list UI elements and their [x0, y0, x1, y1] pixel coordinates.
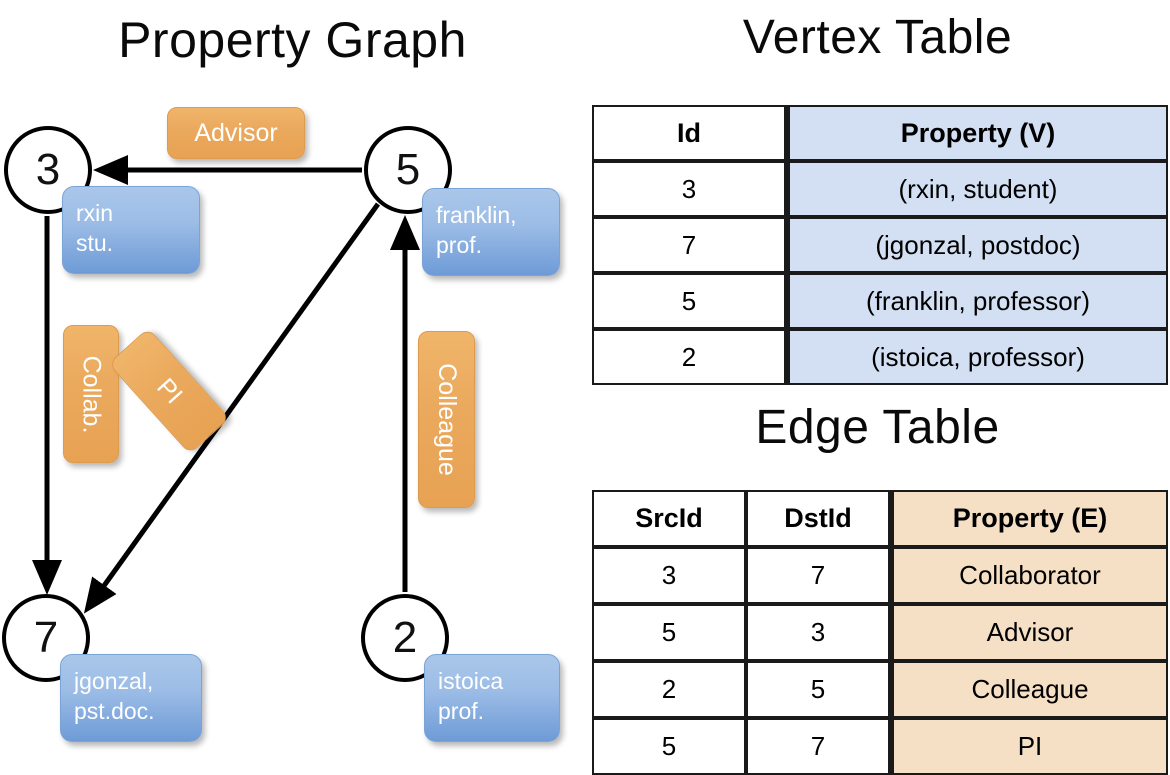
edge-cell-srcid: 2 [592, 661, 746, 718]
edge-label-text: Advisor [194, 118, 278, 147]
graph-node-2[interactable]: 2 [361, 594, 449, 682]
edge-cell-property: Collaborator [890, 547, 1168, 604]
property-graph-panel: 3 5 7 2 rxin stu. franklin, prof. jgonza… [0, 0, 585, 760]
edge-cell-srcid: 3 [592, 547, 746, 604]
edge-cell-dstid: 7 [746, 718, 890, 775]
graph-node-5-property-box: franklin, prof. [422, 188, 560, 276]
edge-table-header-property: Property (E) [890, 490, 1168, 547]
edge-arrow-5-to-7 [83, 202, 381, 614]
graph-node-3-property-box: rxin stu. [62, 186, 200, 274]
property-line-1: franklin, [436, 202, 517, 228]
vertex-cell-id: 5 [592, 273, 786, 329]
vertex-cell-property: (istoica, professor) [786, 329, 1168, 385]
edge-table-header-srcid: SrcId [592, 490, 746, 547]
vertex-cell-id: 7 [592, 217, 786, 273]
graph-edge-label-colleague: Colleague [418, 331, 475, 508]
table-row: 3 7 Collaborator [592, 547, 1168, 604]
edge-cell-property: Advisor [890, 604, 1168, 661]
property-line-1: istoica [438, 668, 504, 694]
edge-table-header-dstid: DstId [746, 490, 890, 547]
edge-cell-dstid: 5 [746, 661, 890, 718]
edge-label-text: Collab. [77, 355, 106, 433]
property-line-1: jgonzal, [74, 668, 154, 694]
edge-table: SrcId DstId Property (E) 3 7 Collaborato… [592, 490, 1168, 775]
table-row: 3 (rxin, student) [592, 161, 1168, 217]
page-title-vertex-table: Vertex Table [742, 11, 1013, 64]
edge-table-header-row: SrcId DstId Property (E) [592, 490, 1168, 547]
edge-label-text: Colleague [433, 363, 461, 476]
vertex-cell-id: 3 [592, 161, 786, 217]
graph-node-7-label: 7 [33, 613, 59, 662]
table-row: 2 (istoica, professor) [592, 329, 1168, 385]
vertex-table-header-row: Id Property (V) [592, 105, 1168, 161]
graph-node-5[interactable]: 5 [364, 126, 452, 214]
vertex-table-header-id: Id [592, 105, 786, 161]
vertex-cell-property: (jgonzal, postdoc) [786, 217, 1168, 273]
page-title-property-graph: Property Graph [118, 12, 467, 68]
edge-cell-srcid: 5 [592, 604, 746, 661]
vertex-table: Id Property (V) 3 (rxin, student) 7 (jgo… [592, 105, 1168, 385]
vertex-cell-property: (rxin, student) [786, 161, 1168, 217]
graph-edge-arrows [32, 155, 420, 614]
page-title-edge-table: Edge Table [755, 401, 1000, 454]
vertex-table-header-property: Property (V) [786, 105, 1168, 161]
graph-node-3-label: 3 [35, 145, 61, 194]
graph-edge-label-collab: Collab. [63, 325, 119, 463]
graph-edge-label-advisor: Advisor [167, 107, 305, 159]
table-row: 2 5 Colleague [592, 661, 1168, 718]
property-line-2: prof. [438, 698, 485, 724]
property-line-1: rxin [76, 200, 114, 226]
vertex-cell-property: (franklin, professor) [786, 273, 1168, 329]
graph-node-2-property-box: istoica prof. [424, 654, 560, 742]
vertex-cell-id: 2 [592, 329, 786, 385]
table-row: 5 3 Advisor [592, 604, 1168, 661]
property-line-2: pst.doc. [74, 698, 155, 724]
graph-node-2-label: 2 [392, 613, 418, 662]
table-row: 5 7 PI [592, 718, 1168, 775]
edge-cell-property: PI [890, 718, 1168, 775]
table-row: 7 (jgonzal, postdoc) [592, 217, 1168, 273]
edge-label-text: PI [151, 372, 188, 409]
edge-cell-dstid: 7 [746, 547, 890, 604]
graph-node-7-property-box: jgonzal, pst.doc. [60, 654, 202, 742]
edge-cell-dstid: 3 [746, 604, 890, 661]
edge-cell-property: Colleague [890, 661, 1168, 718]
property-line-2: prof. [436, 232, 483, 258]
table-row: 5 (franklin, professor) [592, 273, 1168, 329]
property-line-2: stu. [76, 230, 114, 256]
edge-cell-srcid: 5 [592, 718, 746, 775]
graph-node-5-label: 5 [395, 145, 421, 194]
